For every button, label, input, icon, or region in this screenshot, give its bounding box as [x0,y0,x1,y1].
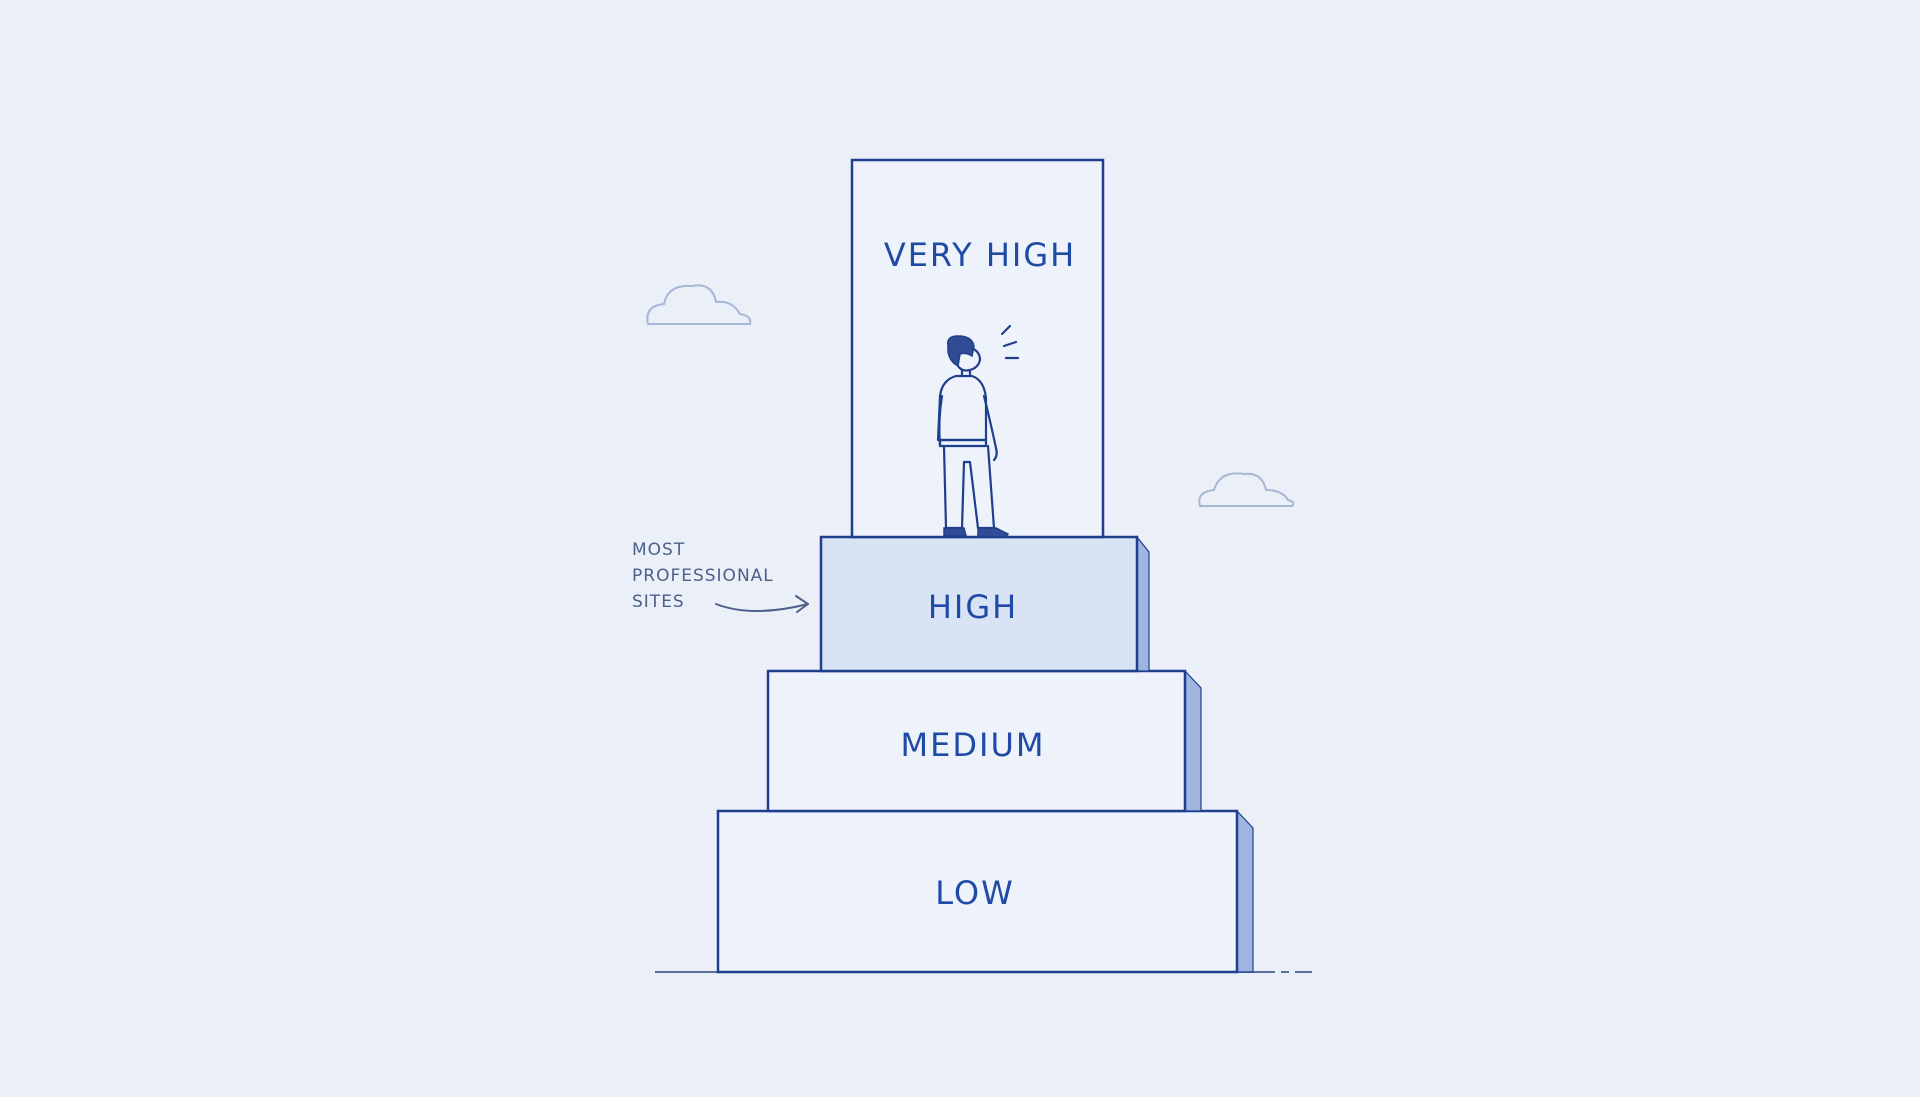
annotation-arrow-icon [715,595,809,613]
annotation-line-1: MOST [632,540,685,560]
cloud-left-icon [646,284,752,325]
person-figure [936,335,1010,538]
tier-very-high-label: VERY HIGH [884,236,1076,274]
exclamation-marks-icon [1000,324,1020,360]
tier-low: LOW [716,809,1254,974]
annotation-line-3: SITES [632,592,685,612]
annotation-most-professional-sites: MOST PROFESSIONAL SITES [632,540,774,612]
cloud-right-icon [1198,472,1295,507]
tier-very-high: VERY HIGH [850,158,1105,539]
tier-medium-label: MEDIUM [901,726,1046,764]
tier-high-label: HIGH [928,588,1018,626]
tier-low-label: LOW [935,874,1015,912]
annotation-line-2: PROFESSIONAL [632,566,774,586]
tier-high: HIGH [819,535,1150,673]
tier-medium: MEDIUM [766,669,1202,813]
